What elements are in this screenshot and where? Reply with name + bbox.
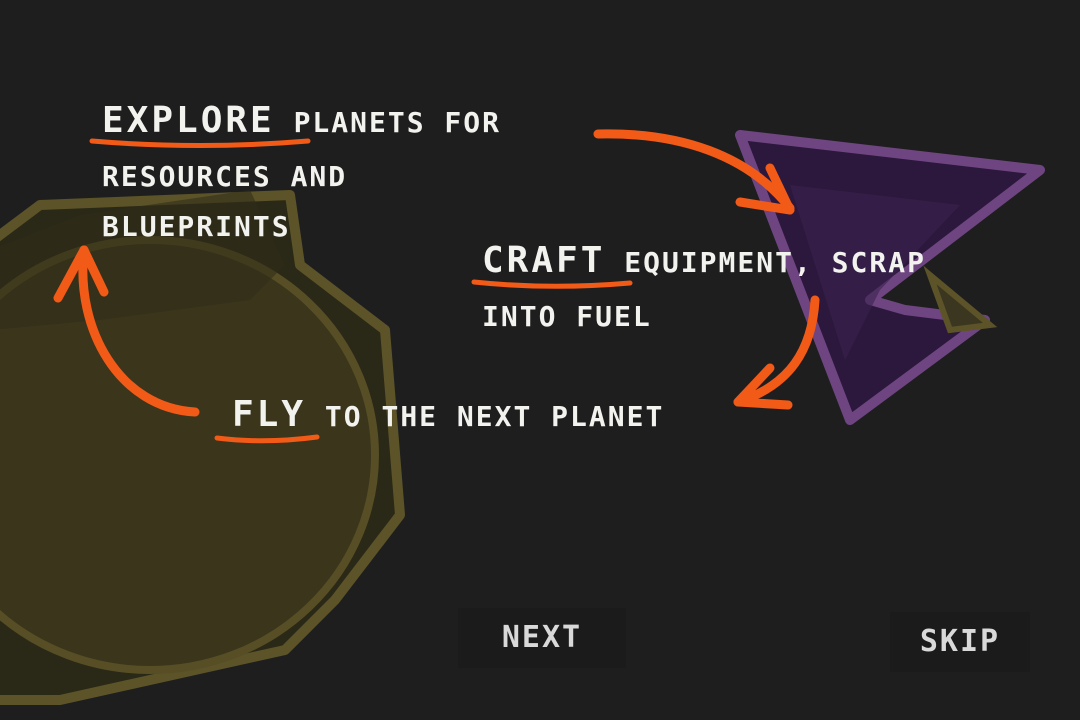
craft-underline [471, 279, 633, 289]
explore-line-1: EXPLORE PLANETS FOR [102, 96, 501, 152]
fly-rest: TO THE NEXT PLANET [306, 400, 665, 433]
craft-rest: EQUIPMENT, SCRAP [605, 246, 926, 279]
explore-keyword: EXPLORE [102, 100, 275, 141]
next-button[interactable]: NEXT [458, 608, 626, 668]
spaceship-icon [735, 130, 1045, 425]
skip-button[interactable]: SKIP [890, 612, 1030, 672]
craft-instruction: CRAFT EQUIPMENT, SCRAP INTO FUEL [482, 236, 926, 342]
explore-underline [89, 138, 311, 148]
fly-instruction: FLY TO THE NEXT PLANET [232, 390, 664, 446]
fly-line-1: FLY TO THE NEXT PLANET [232, 390, 664, 446]
arrow-fly-to-explore [53, 245, 200, 417]
explore-line-3: BLUEPRINTS [102, 210, 291, 243]
craft-keyword: CRAFT [482, 240, 606, 281]
explore-line-2: RESOURCES AND [102, 160, 348, 193]
arrow-craft-to-fly [733, 295, 820, 410]
craft-line-1: CRAFT EQUIPMENT, SCRAP [482, 236, 926, 292]
explore-instruction: EXPLORE PLANETS FOR RESOURCES AND BLUEPR… [102, 96, 501, 252]
craft-line-2: INTO FUEL [482, 300, 652, 333]
fly-keyword: FLY [232, 394, 307, 435]
arrow-explore-to-craft [593, 129, 795, 215]
explore-rest: PLANETS FOR [274, 106, 502, 139]
fly-underline [214, 434, 320, 444]
planet-icon [0, 190, 405, 705]
